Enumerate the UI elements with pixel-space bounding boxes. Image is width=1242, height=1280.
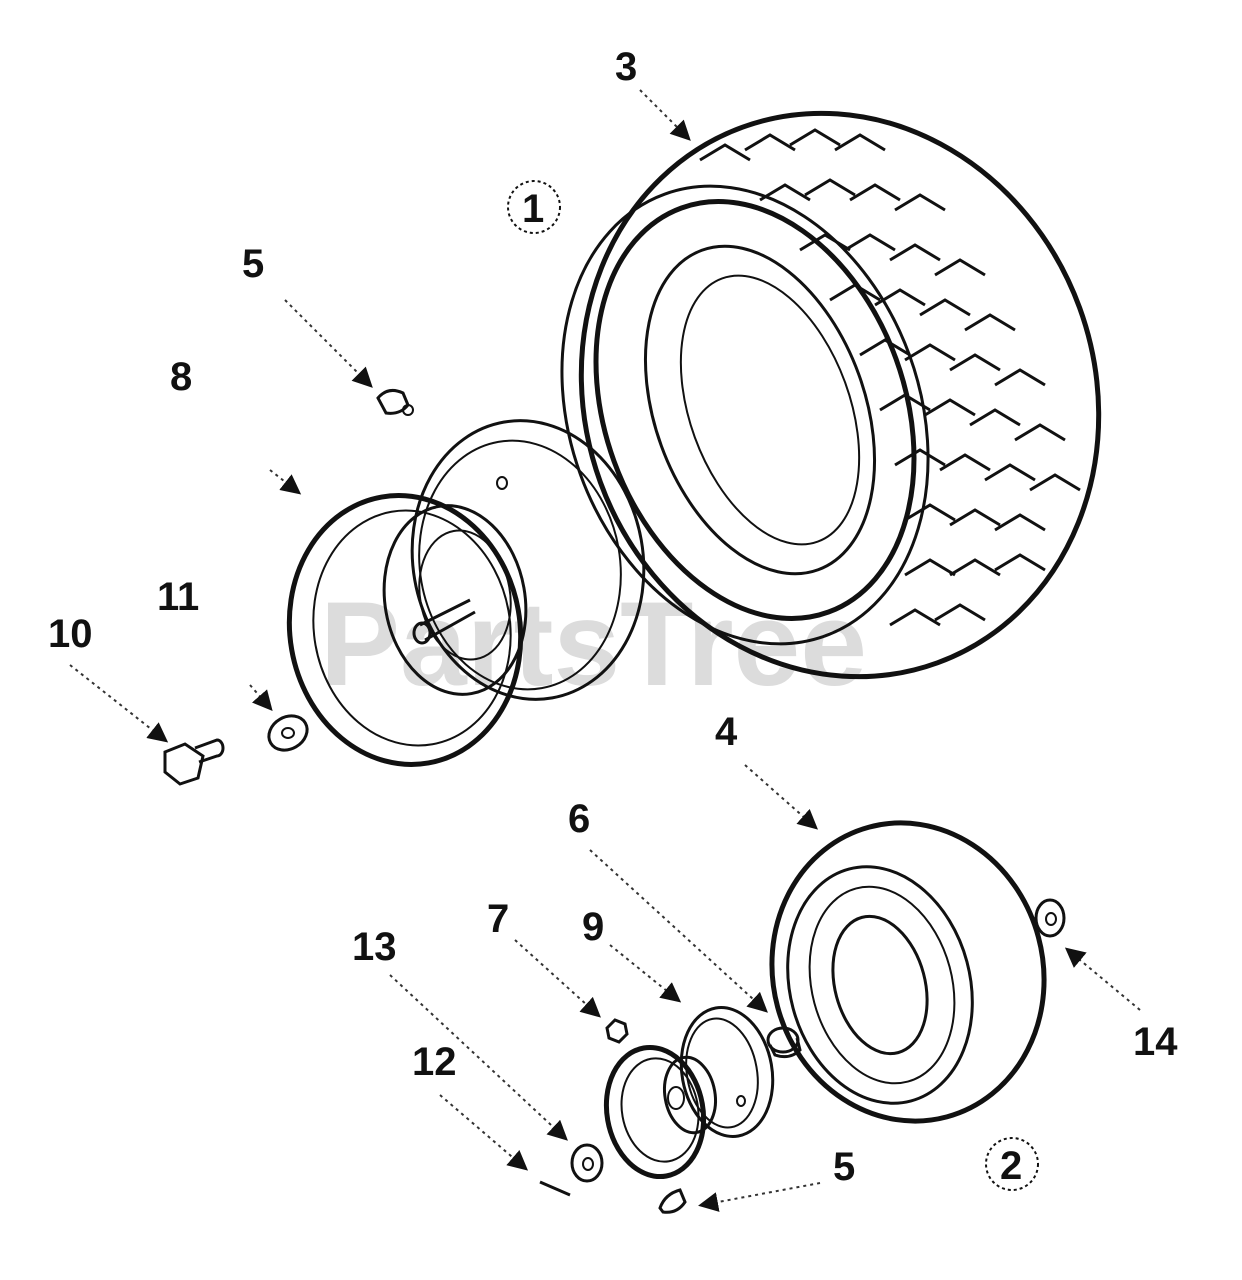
- washer-11: [267, 714, 309, 752]
- callout-14: 14: [1133, 1020, 1178, 1064]
- callout-11: 11: [157, 575, 199, 619]
- callout-1: 1: [522, 187, 544, 231]
- callout-2: 2: [1000, 1144, 1022, 1188]
- bolt-10: [163, 738, 225, 786]
- pin-12: [539, 1180, 571, 1197]
- front-tire: [769, 820, 1047, 1124]
- callout-8: 8: [170, 355, 192, 399]
- callout-circle-1: [507, 180, 561, 234]
- rear-rim: [286, 419, 646, 767]
- valve-stem-upper: [376, 388, 414, 416]
- front-rim: [603, 1006, 775, 1180]
- washer-13: [570, 1143, 604, 1183]
- callout-5-lower: 5: [833, 1145, 855, 1189]
- callout-circle-2: [985, 1137, 1039, 1191]
- callout-7: 7: [487, 897, 509, 941]
- bushing-6: [766, 1026, 802, 1059]
- callout-5-upper: 5: [242, 242, 264, 286]
- leader-lines: [69, 89, 1141, 1212]
- callout-10: 10: [48, 612, 93, 656]
- callout-13: 13: [352, 925, 397, 969]
- grease-fitting-7: [605, 1018, 629, 1044]
- callout-6: 6: [568, 797, 590, 841]
- callout-12: 12: [412, 1040, 457, 1084]
- rear-tire: [560, 110, 1102, 680]
- washer-14: [1034, 898, 1066, 938]
- callout-4: 4: [715, 710, 738, 754]
- callout-3: 3: [615, 45, 637, 89]
- tire-tread-pattern: [699, 128, 1081, 627]
- valve-stem-lower: [658, 1188, 687, 1214]
- callout-9: 9: [582, 905, 604, 949]
